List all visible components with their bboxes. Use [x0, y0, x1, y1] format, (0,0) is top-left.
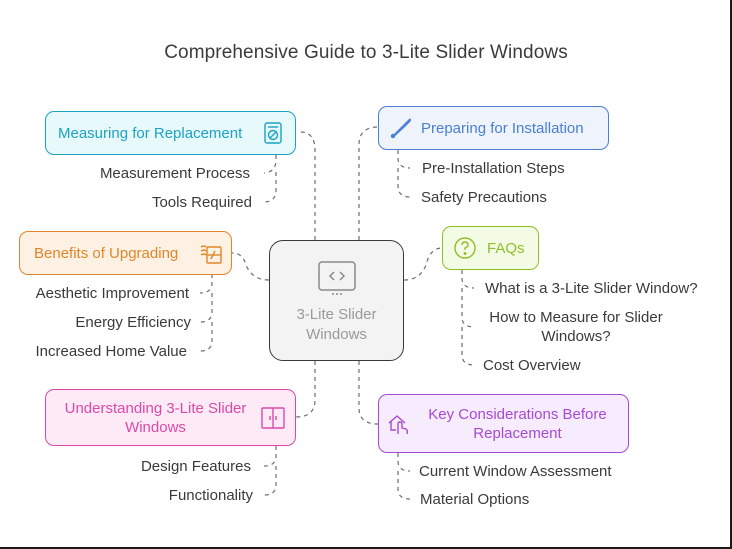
- measuring-device-icon: [261, 121, 285, 145]
- branch-measuring-label: Measuring for Replacement: [58, 124, 243, 142]
- understanding-child-2: Functionality: [168, 487, 253, 504]
- preparing-child-2: Safety Precautions: [421, 189, 547, 206]
- branch-faqs: FAQs: [442, 226, 539, 270]
- preparing-child-1: Pre-Installation Steps: [422, 160, 565, 177]
- faqs-child-2: How to Measure for Slider Windows?: [489, 309, 663, 345]
- branch-considerations: Key Considerations Before Replacement: [378, 394, 629, 453]
- frame-border-bottom: [0, 547, 732, 549]
- center-node: 3-Lite Slider Windows: [269, 240, 404, 361]
- frame-border-right: [730, 0, 732, 549]
- benefits-child-3: Increased Home Value: [35, 343, 187, 360]
- page-title: Comprehensive Guide to 3-Lite Slider Win…: [164, 42, 568, 63]
- branch-benefits-label: Benefits of Upgrading: [34, 244, 179, 262]
- faqs-child-3: Cost Overview: [483, 357, 581, 374]
- understanding-child-1: Design Features: [140, 458, 251, 475]
- measuring-child-2: Tools Required: [151, 194, 252, 211]
- considerations-child-1: Current Window Assessment: [419, 463, 612, 480]
- center-label: 3-Lite Slider Windows: [296, 306, 377, 343]
- benefits-child-1: Aesthetic Improvement: [35, 285, 189, 302]
- faqs-child-1: What is a 3-Lite Slider Window?: [485, 280, 698, 297]
- slider-door-icon: [261, 406, 285, 430]
- branch-preparing-label: Preparing for Installation: [421, 119, 584, 137]
- branch-understanding: Understanding 3-Lite Slider Windows: [45, 389, 296, 446]
- branch-benefits: Benefits of Upgrading: [19, 231, 232, 275]
- branch-faqs-label: FAQs: [487, 239, 525, 257]
- branch-preparing: Preparing for Installation: [378, 106, 609, 150]
- house-hand-icon: [387, 412, 411, 436]
- branch-understanding-label: Understanding 3-Lite Slider Windows: [64, 399, 247, 436]
- considerations-child-2: Material Options: [420, 491, 530, 508]
- measuring-child-1: Measurement Process: [99, 165, 250, 182]
- screwdriver-icon: [389, 116, 413, 140]
- branch-measuring: Measuring for Replacement: [45, 111, 296, 155]
- window-slider-icon: [318, 261, 356, 295]
- branch-considerations-label: Key Considerations Before Replacement: [428, 405, 607, 442]
- window-shine-icon: [199, 241, 223, 265]
- benefits-child-2: Energy Efficiency: [75, 314, 191, 331]
- question-icon: [453, 236, 477, 260]
